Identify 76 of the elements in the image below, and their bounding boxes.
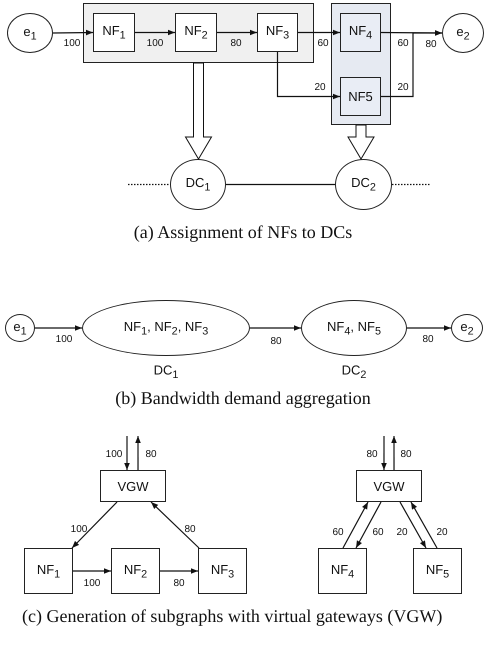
arrow (160, 568, 198, 574)
arrow (124, 436, 130, 470)
arrow (356, 502, 382, 548)
edge-label: 80 (422, 335, 434, 345)
edge-label: 100 (70, 525, 88, 535)
gateway-box: VGW (356, 470, 422, 502)
flow-value: 80 (425, 40, 437, 50)
arrow (135, 30, 175, 36)
endpoint-ellipse: e$_{1}$ (5, 314, 35, 342)
datacenter-ellipse: DC$_{1}$ (170, 159, 226, 210)
node-caption: DC$_{2}$ (342, 363, 366, 381)
function-box: NF5 (340, 77, 381, 116)
edge-label: 60 (397, 39, 409, 49)
arrow (407, 325, 451, 331)
function-box: NF$_{4}$ (340, 13, 381, 52)
edge-label: 60 (332, 528, 344, 538)
function-box: NF$_{3}$ (257, 13, 298, 52)
arrow (342, 502, 369, 548)
arrow (150, 502, 200, 548)
function-box: NF$_{4}$ (318, 548, 367, 594)
arrow (381, 436, 387, 470)
aggregate-ellipse: NF$_{1}$, NF$_{2}$, NF$_{3}$ (82, 300, 250, 356)
edge-label: 20 (314, 83, 326, 93)
function-box: NF$_{1}$ (93, 13, 135, 52)
gateway-box: VGW (100, 470, 166, 502)
edge-label: 80 (184, 525, 196, 535)
edge-label: 100 (84, 579, 100, 589)
edge-label: 80 (270, 337, 282, 347)
endpoint-ellipse: e$_{2}$ (451, 314, 483, 342)
edge-label: 80 (145, 450, 157, 460)
arrow (72, 502, 118, 548)
function-box: NF$_{5}$ (413, 548, 462, 594)
edge-label: 100 (146, 39, 164, 49)
edge-label: 20 (396, 528, 408, 538)
figure-caption: (c) Generation of subgraphs with virtual gateways (VGW) (22, 605, 444, 628)
edge-label: 60 (372, 528, 384, 538)
arrow (410, 502, 438, 548)
link-line (226, 184, 335, 186)
edge-label: 80 (230, 39, 242, 49)
edge-label: 80 (173, 579, 185, 589)
aggregate-ellipse: NF$_{4}$, NF$_{5}$ (301, 300, 407, 356)
arrow (35, 325, 82, 331)
edge-label: 80 (400, 450, 412, 460)
arrow (276, 52, 340, 100)
arrow (298, 30, 340, 36)
figure-caption: (b) Bandwidth demand aggregation (115, 387, 371, 410)
edge-label: 20 (436, 528, 448, 538)
arrow (135, 436, 141, 470)
edge-label: 100 (64, 39, 80, 49)
function-box: NF$_{1}$ (24, 548, 73, 594)
node-caption: DC$_{1}$ (154, 363, 178, 381)
arrow (400, 502, 426, 548)
arrow (391, 436, 397, 470)
endpoint-ellipse: e$_{2}$ (442, 13, 484, 53)
arrow (217, 30, 257, 36)
edge-label: 100 (106, 450, 122, 460)
edge-label: 100 (56, 335, 72, 345)
endpoint-ellipse: e$_{1}$ (7, 13, 53, 53)
datacenter-ellipse: DC$_{2}$ (335, 159, 392, 210)
function-box: NF$_{3}$ (198, 548, 247, 594)
figure-caption: (a) Assignment of NFs to DCs (134, 221, 352, 244)
dotted-line (128, 184, 170, 186)
arrow (53, 30, 93, 36)
edge-label: 20 (397, 83, 409, 93)
group-box (83, 3, 314, 63)
edge-label: 60 (317, 39, 329, 49)
function-box: NF$_{2}$ (175, 13, 217, 52)
arrow (73, 568, 111, 574)
arrow (381, 30, 442, 98)
function-box: NF$_{2}$ (111, 548, 160, 594)
block-arrow (347, 124, 375, 160)
edge-label: 80 (366, 450, 378, 460)
arrow (250, 325, 301, 331)
group-box (331, 3, 391, 125)
dotted-line (392, 184, 431, 186)
block-arrow (184, 62, 212, 160)
